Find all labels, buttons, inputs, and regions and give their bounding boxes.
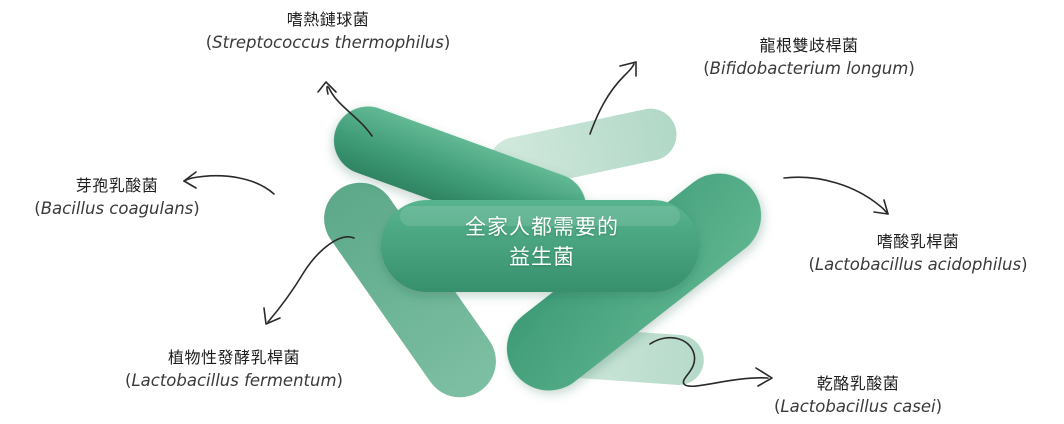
label-sci-line: (Lactobacillus casei) [746, 397, 970, 418]
center-title-line1: 全家人都需要的 [402, 212, 682, 242]
label-lactobacillus-fermentum: 植物性發酵乳桿菌 (Lactobacillus fermentum) [88, 348, 380, 392]
label-sci-line: (Lactobacillus fermentum) [88, 371, 380, 392]
center-title-line2: 益生菌 [402, 242, 682, 272]
arrow-acidophilus [784, 177, 888, 214]
label-sci: Lactobacillus casei [780, 397, 935, 416]
label-sci-line: (Bifidobacterium longum) [664, 59, 954, 80]
label-bacillus-coagulans: 芽孢乳酸菌 (Bacillus coagulans) [4, 176, 230, 220]
label-sci: Streptococcus thermophilus [212, 33, 444, 52]
close-paren: ) [337, 371, 343, 390]
center-title: 全家人都需要的 益生菌 [402, 212, 682, 272]
label-zh: 植物性發酵乳桿菌 [88, 348, 380, 368]
label-lactobacillus-casei: 乾酪乳酸菌 (Lactobacillus casei) [746, 374, 970, 418]
label-zh: 乾酪乳酸菌 [746, 374, 970, 394]
label-bifidobacterium-longum: 龍根雙歧桿菌 (Bifidobacterium longum) [664, 36, 954, 80]
label-sci-line: (Streptococcus thermophilus) [178, 33, 478, 54]
close-paren: ) [936, 397, 942, 416]
close-paren: ) [193, 199, 199, 218]
label-zh: 嗜熱鏈球菌 [178, 10, 478, 30]
close-paren: ) [908, 59, 914, 78]
close-paren: ) [444, 33, 450, 52]
close-paren: ) [1021, 255, 1027, 274]
label-sci: Lactobacillus fermentum [131, 371, 336, 390]
label-sci: Lactobacillus acidophilus [815, 255, 1021, 274]
label-streptococcus-thermophilus: 嗜熱鏈球菌 (Streptococcus thermophilus) [178, 10, 478, 54]
label-sci-line: (Bacillus coagulans) [4, 199, 230, 220]
label-sci-line: (Lactobacillus acidophilus) [776, 255, 1060, 276]
label-zh: 嗜酸乳桿菌 [776, 232, 1060, 252]
label-zh: 芽孢乳酸菌 [4, 176, 230, 196]
label-zh: 龍根雙歧桿菌 [664, 36, 954, 56]
label-lactobacillus-acidophilus: 嗜酸乳桿菌 (Lactobacillus acidophilus) [776, 232, 1060, 276]
label-sci: Bacillus coagulans [41, 199, 194, 218]
label-sci: Bifidobacterium longum [710, 59, 909, 78]
